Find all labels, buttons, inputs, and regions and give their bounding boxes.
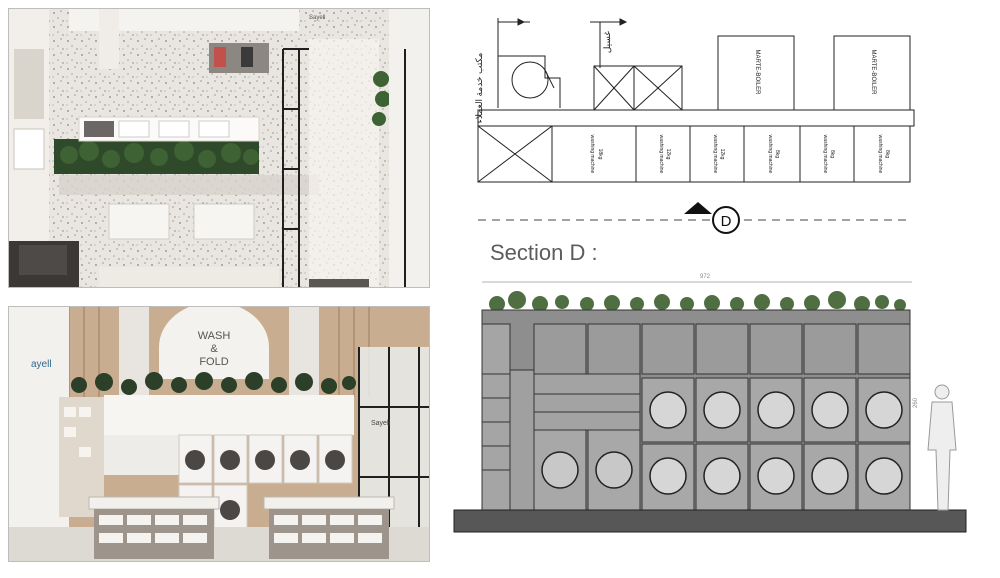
machine-label-5: washing machine (822, 135, 828, 174)
machine-label-6: washing machine (877, 135, 883, 174)
section-elevation-drawing (452, 270, 972, 560)
machine-label-1: washing machine (589, 135, 595, 174)
wash-fold-line1: WASH (198, 330, 231, 342)
arabic-label-left: مكتب خدمة العملاء (474, 52, 484, 123)
machine-capacity-5: 8kg (829, 150, 835, 158)
machine-label-2: washing machine (658, 135, 664, 174)
elevation-svg (453, 281, 967, 533)
machine-label-3: washing machine (712, 135, 718, 174)
perspective-illustration: WASH & FOLD ayell (9, 307, 429, 561)
plan-svg: مكتب خدمة العملاء غسيل MARTE-BOILER MART… (474, 18, 915, 183)
machine-label-4: washing machine (767, 135, 773, 174)
height-dimension: 260 (913, 397, 920, 409)
arabic-label-right: غسيل (602, 31, 612, 54)
width-dimension: 972 (700, 274, 711, 280)
machine-capacity-2: 12kg (665, 149, 671, 160)
section-cut-line: D (478, 202, 910, 234)
render-perspective-view: WASH & FOLD ayell (8, 306, 430, 562)
top-view-illustration: Sayell (9, 9, 429, 287)
wash-fold-line3: FOLD (199, 356, 228, 368)
boiler-label-2: MARTE-BOILER (870, 50, 876, 96)
section-marker-circle (712, 206, 740, 234)
top-brand-sign: Sayell (309, 15, 325, 21)
brand-logo-text: ayell (31, 359, 52, 370)
door-logo-text: Sayell (371, 420, 391, 427)
wash-fold-line2: & (210, 343, 218, 355)
render-top-view: Sayell (8, 8, 430, 288)
machine-capacity-1: 18kg (597, 149, 603, 160)
section-marker-letter: D (721, 213, 732, 230)
boiler-label-1: MARTE-BOILER (754, 50, 760, 96)
floor-plan-drawing: مكتب خدمة العملاء غسيل MARTE-BOILER MART… (470, 8, 920, 194)
machine-capacity-4: 8kg (774, 150, 780, 158)
section-title: Section D : (490, 240, 598, 265)
machine-capacity-6: 8kg (884, 150, 890, 158)
machine-capacity-3: 12kg (719, 149, 725, 160)
